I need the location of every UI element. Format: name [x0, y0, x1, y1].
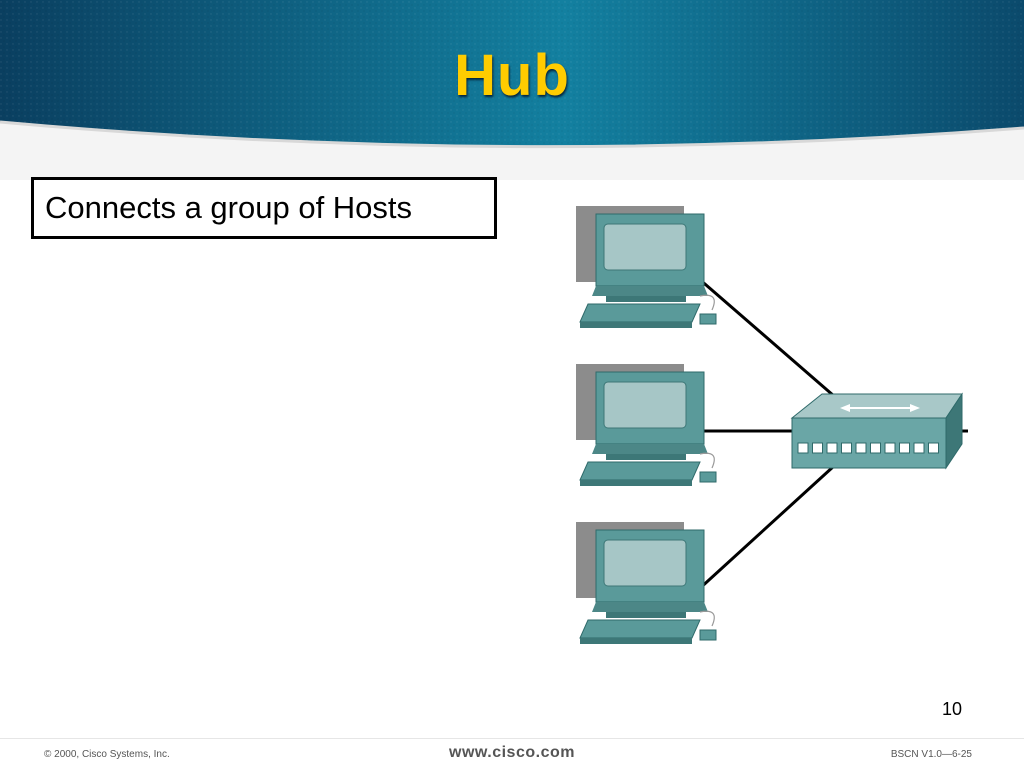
- page-number: 10: [941, 699, 962, 719]
- host-computer-2: [575, 363, 717, 487]
- hub-port: [826, 442, 838, 454]
- footer-course-code: BSCN V1.0—6-25: [890, 749, 972, 760]
- host-computer-3: [575, 521, 717, 645]
- hub-port: [870, 442, 881, 454]
- footer-copyright: © 2000, Cisco Systems, Inc.: [44, 749, 170, 760]
- hub-port: [928, 442, 939, 454]
- hub-port: [812, 442, 823, 454]
- hub-port: [913, 442, 925, 454]
- footer-divider: [0, 738, 1024, 739]
- title-banner: [0, 0, 1024, 180]
- description-text: Connects a group of Hosts: [45, 190, 413, 225]
- hub-port: [899, 442, 910, 454]
- cable-1: [697, 276, 835, 398]
- description-box: Connects a group of Hosts: [31, 177, 497, 239]
- cable-3: [696, 464, 836, 592]
- hub-port: [841, 442, 852, 454]
- hub-port: [855, 442, 867, 454]
- page-title: Hub: [454, 43, 570, 108]
- footer-website: www.cisco.com: [449, 744, 575, 761]
- host-computer-1: [575, 205, 717, 329]
- hub-port: [797, 442, 809, 454]
- hub-icon: [791, 393, 963, 469]
- hub-network-diagram: [560, 200, 980, 660]
- hub-port: [884, 442, 896, 454]
